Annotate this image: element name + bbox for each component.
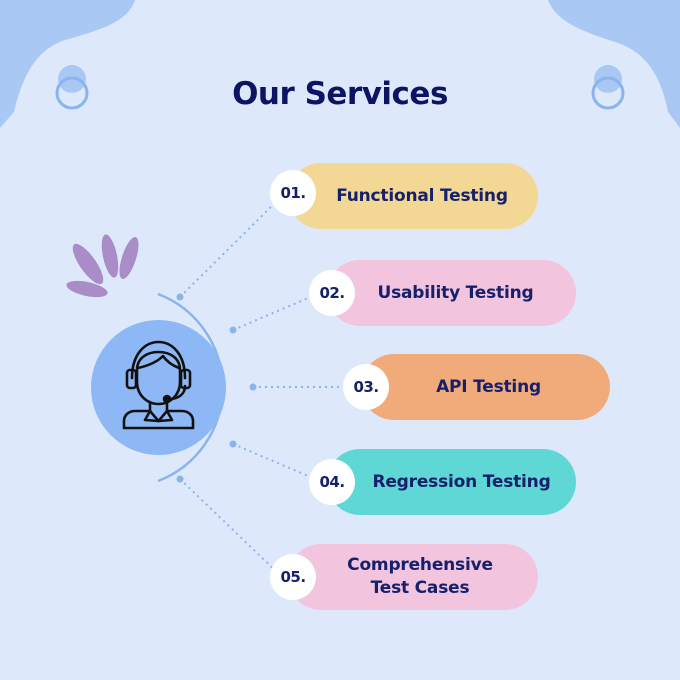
corner-blob-top-right [548,0,680,128]
service-pill-4: Regression Testing [327,449,576,515]
connector-dot-5 [176,475,184,483]
service-number-5: 05. [270,554,316,600]
service-pill-5: Comprehensive Test Cases [288,544,538,610]
service-pill-3: API Testing [361,354,610,420]
connector-dot-2 [229,326,237,334]
service-label-5: Comprehensive Test Cases [347,555,493,598]
connector-dot-3 [249,383,257,391]
service-label-4: Regression Testing [372,471,551,492]
service-number-4: 04. [309,459,355,505]
service-pill-2: Usability Testing [327,260,576,326]
ring-ornament-right [591,65,625,110]
connector-line-4 [232,443,321,482]
connector-line-5 [179,478,283,578]
corner-blob-top-left [0,0,135,128]
customer-support-agent-icon [122,340,195,430]
connector-line-2 [232,292,321,331]
service-number-2: 02. [309,270,355,316]
service-number-3: 03. [343,364,389,410]
service-pill-1: Functional Testing [288,163,538,229]
service-number-1: 01. [270,170,316,216]
service-label-1: Functional Testing [336,185,508,206]
agent-circle [91,320,226,455]
ring-ornament-left [55,65,89,110]
connector-dot-4 [229,440,237,448]
connector-dot-1 [176,293,184,301]
service-label-2: Usability Testing [377,282,534,303]
connector-line-1 [179,195,283,298]
leaf-accent [66,234,139,298]
service-label-3: API Testing [436,376,541,397]
page-title: Our Services [232,76,448,112]
